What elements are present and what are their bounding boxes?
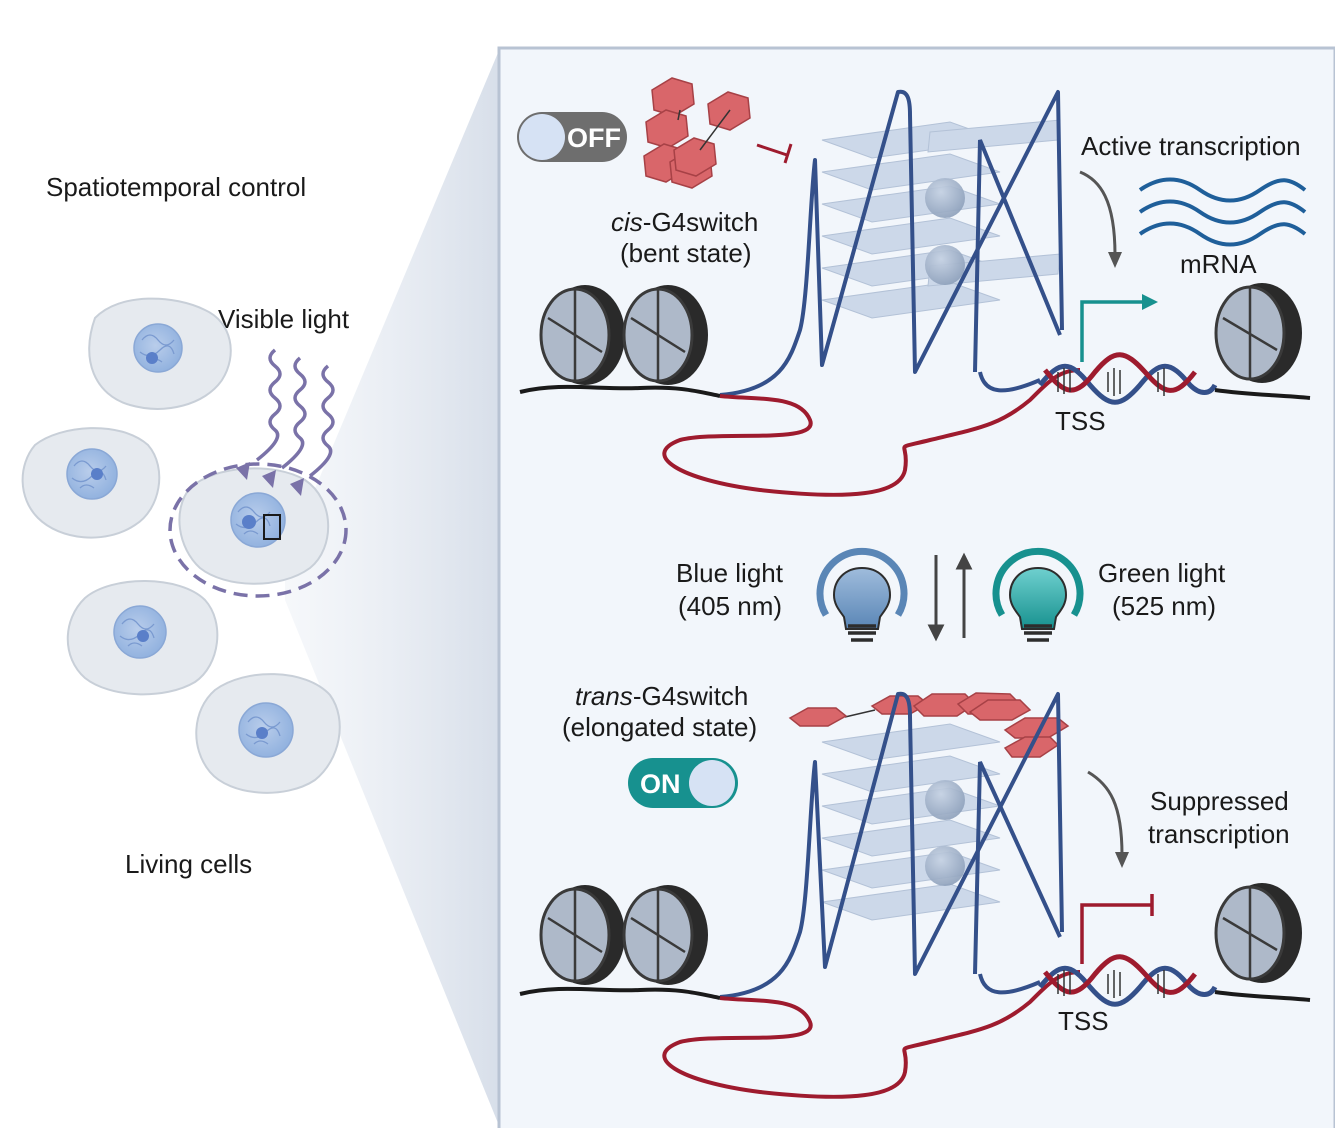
on-label: ON: [640, 769, 681, 799]
selection-ellipse: [168, 462, 348, 598]
cell-1: [88, 297, 232, 410]
living-cells-label: Living cells: [125, 849, 252, 879]
tss-label-top: TSS: [1055, 406, 1106, 436]
g-quadruplex-bottom: [719, 691, 1064, 999]
green-bulb-icon: [992, 547, 1084, 642]
spatiotemporal-title: Spatiotemporal control: [46, 172, 306, 202]
active-transcription-label: Active transcription: [1081, 131, 1301, 161]
elongated-state-label: (elongated state): [562, 712, 757, 742]
cell-5: [195, 673, 341, 794]
green-light-label: Green light: [1098, 558, 1226, 588]
on-toggle[interactable]: ON: [628, 758, 738, 808]
inhibition-mark-top: [756, 143, 793, 164]
cis-switch-label: cis-G4switch: [611, 207, 758, 237]
trans-switch-label: trans-G4switch: [575, 681, 748, 711]
green-light-wavelength: (525 nm): [1112, 591, 1216, 621]
suppressed-label: Suppressed: [1150, 786, 1289, 816]
visible-light-label: Visible light: [218, 304, 350, 334]
nucleosome-bottom-right: [1214, 883, 1302, 983]
g-quadruplex-top: [719, 89, 1064, 397]
nucleosome-top-right: [1214, 283, 1302, 383]
transcription-arrow-bottom: [1087, 770, 1124, 856]
blue-bulb-icon: [816, 547, 908, 642]
red-strand-bottom: [662, 970, 1081, 1099]
light-waves: [255, 348, 335, 478]
tss-arrow-blocked: [1080, 894, 1154, 964]
blue-light-wavelength: (405 nm): [678, 591, 782, 621]
nucleosome-bottom-left: [519, 885, 721, 1000]
transcription-arrow-top: [1079, 170, 1117, 256]
dna-helix-top: [1038, 352, 1311, 405]
cell-2: [21, 427, 161, 539]
transcription-label-bottom: transcription: [1148, 819, 1290, 849]
tss-arrow-active: [1080, 294, 1158, 362]
light-arrowheads: [236, 462, 304, 496]
zoom-cone: [285, 48, 500, 1128]
switch-arrows: [927, 552, 973, 642]
mrna-waves: [1138, 177, 1307, 247]
blue-light-label: Blue light: [676, 558, 784, 588]
nucleosome-top-left: [519, 285, 721, 398]
off-label: OFF: [567, 123, 621, 153]
cell-4: [66, 580, 219, 696]
red-strand-top: [662, 368, 1081, 497]
mrna-label: mRNA: [1180, 249, 1257, 279]
cell-3-target: [168, 462, 348, 598]
off-toggle[interactable]: OFF: [517, 112, 627, 162]
tss-label-bottom: TSS: [1058, 1006, 1109, 1036]
bent-state-label: (bent state): [620, 238, 752, 268]
dna-helix-bottom: [1038, 954, 1311, 1007]
